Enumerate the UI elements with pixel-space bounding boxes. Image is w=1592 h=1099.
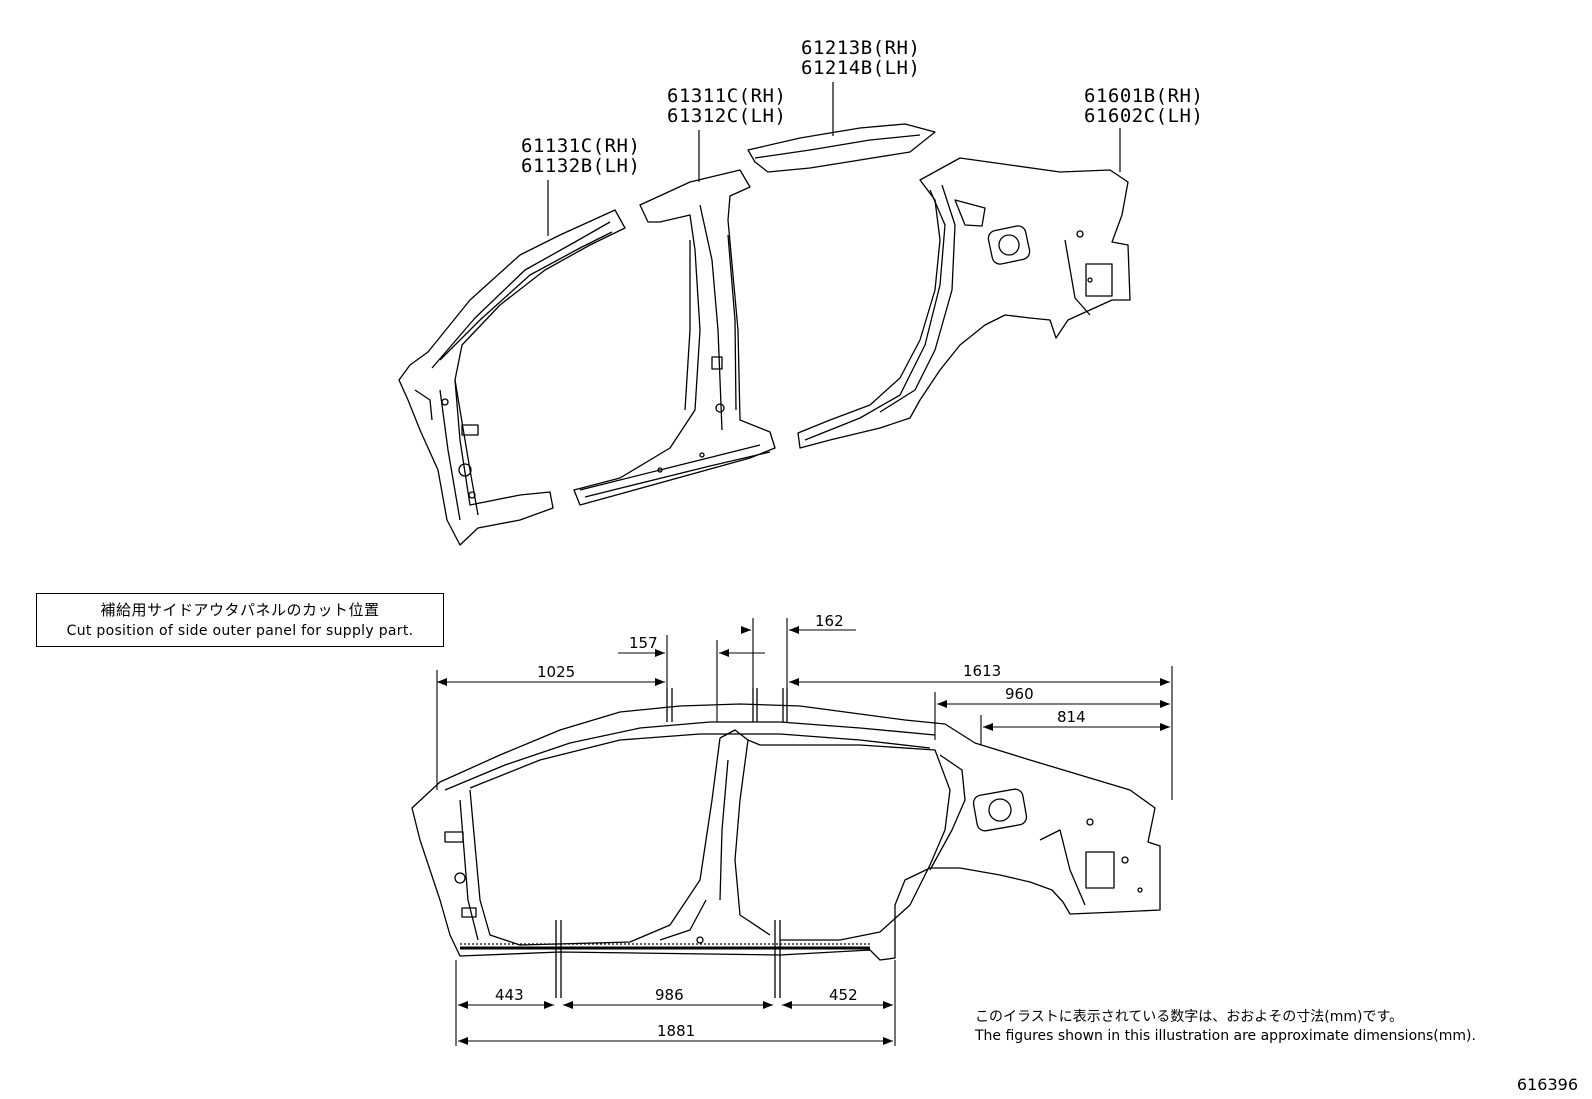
a-pillar-section — [398, 209, 626, 546]
leader-lines — [547, 82, 1121, 236]
footnote-japanese: このイラストに表示されている数字は、おおよその寸法(mm)です。 — [975, 1009, 1404, 1025]
a-pillar-rh-part-number: 61131C(RH) — [521, 135, 641, 157]
roof-side-label: 61213B(RH) 61214B(LH) — [801, 38, 920, 78]
quarter-panel-lh-part-number: 61602C(LH) — [1084, 105, 1204, 127]
quarter-panel-rh-part-number: 61601B(RH) — [1084, 85, 1204, 107]
cut-position-note: 補給用サイドアウタパネルのカット位置 Cut position of side … — [36, 593, 444, 647]
quarter-panel-label: 61601B(RH) 61602C(LH) — [1084, 86, 1203, 126]
dimension-986: 986 — [655, 986, 684, 1004]
b-pillar-section — [573, 169, 776, 506]
roof-side-lh-part-number: 61214B(LH) — [801, 57, 921, 79]
dimension-1881: 1881 — [657, 1022, 696, 1040]
roof-side-rh-part-number: 61213B(RH) — [801, 37, 921, 59]
document-number: 616396 — [1516, 1075, 1578, 1094]
b-pillar-lh-part-number: 61312C(LH) — [667, 105, 787, 127]
a-pillar-lh-part-number: 61132B(LH) — [521, 155, 641, 177]
dimension-452: 452 — [829, 986, 858, 1004]
cut-position-note-english: Cut position of side outer panel for sup… — [66, 623, 414, 639]
dimension-162: 162 — [815, 612, 844, 630]
cut-position-note-japanese: 補給用サイドアウタパネルのカット位置 — [100, 601, 380, 619]
b-pillar-label: 61311C(RH) 61312C(LH) — [667, 86, 786, 126]
b-pillar-rh-part-number: 61311C(RH) — [667, 85, 787, 107]
dimension-footnote: このイラストに表示されている数字は、おおよその寸法(mm)です。 The fig… — [975, 1008, 1476, 1046]
cut-lines — [555, 688, 788, 998]
dimension-814: 814 — [1057, 708, 1086, 726]
dimension-1025: 1025 — [537, 663, 576, 681]
roof-side-section — [747, 123, 936, 173]
dimension-960: 960 — [1005, 685, 1034, 703]
dimension-443: 443 — [495, 986, 524, 1004]
quarter-panel-section — [797, 157, 1131, 449]
dimension-157: 157 — [629, 634, 658, 652]
footnote-english: The figures shown in this illustration a… — [975, 1028, 1476, 1044]
exploded-view — [398, 123, 1131, 546]
dimension-lines — [437, 626, 1170, 1045]
assembled-view — [411, 703, 1161, 961]
dimension-1613: 1613 — [963, 662, 1002, 680]
a-pillar-label: 61131C(RH) 61132B(LH) — [521, 136, 640, 176]
